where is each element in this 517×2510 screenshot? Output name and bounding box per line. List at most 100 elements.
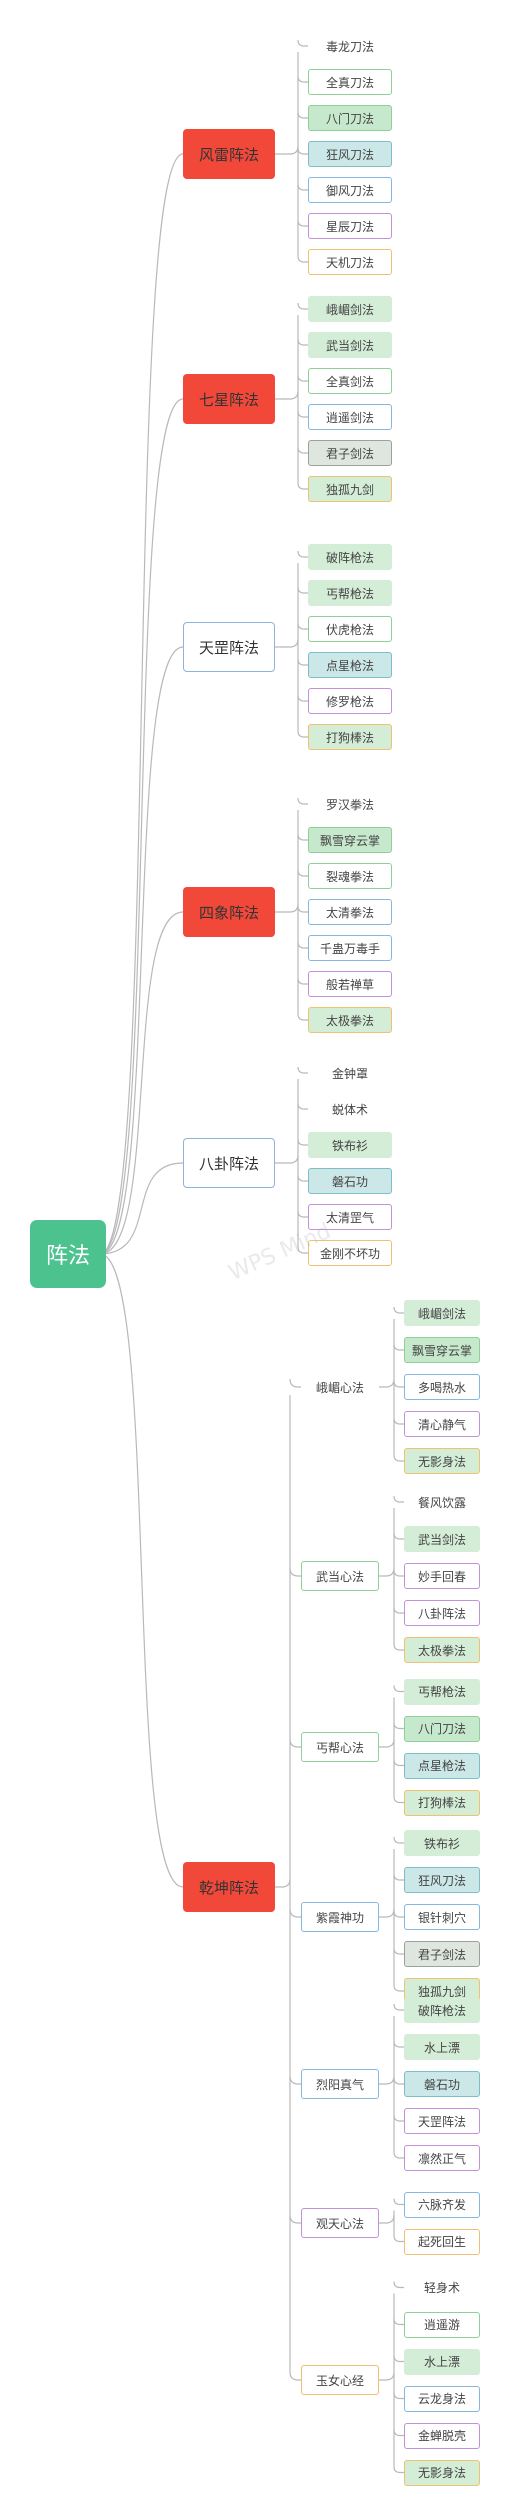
branch-1-item[interactable]: 八门刀法 <box>308 105 392 131</box>
branch-3-item[interactable]: 点星枪法 <box>308 652 392 678</box>
branch-4-item[interactable]: 般若禅草 <box>308 971 392 997</box>
qiankun-group-5[interactable]: 烈阳真气 <box>301 2069 379 2099</box>
qiankun-group-4-item[interactable]: 银针刺穴 <box>404 1904 480 1930</box>
branch-3-item[interactable]: 修罗枪法 <box>308 688 392 714</box>
qiankun-group-5-item-label: 凛然正气 <box>417 2151 466 2166</box>
qiankun-group-5-item[interactable]: 破阵枪法 <box>404 1997 480 2023</box>
root-node[interactable]: 阵法 <box>30 1220 106 1288</box>
qiankun-group-1-item[interactable]: 峨嵋剑法 <box>404 1300 480 1326</box>
branch-1-node[interactable]: 风雷阵法 <box>183 129 275 179</box>
branch-1-item[interactable]: 御风刀法 <box>308 177 392 203</box>
branch-1-item[interactable]: 毒龙刀法 <box>308 33 392 59</box>
branch-2-item[interactable]: 独孤九剑 <box>308 476 392 502</box>
branch-2-item[interactable]: 峨嵋剑法 <box>308 296 392 322</box>
connector-line <box>289 2214 301 2224</box>
qiankun-group-7-item[interactable]: 水上漂 <box>404 2348 480 2375</box>
qiankun-group-3-item[interactable]: 打狗棒法 <box>404 1789 480 1816</box>
qiankun-group-7-item[interactable]: 金蝉脱壳 <box>404 2422 480 2449</box>
branch-1-item[interactable]: 狂风刀法 <box>308 141 392 167</box>
connector-line <box>379 1908 395 1918</box>
branch-1-item-label: 毒龙刀法 <box>325 39 374 54</box>
branch-5-item[interactable]: 太清罡气 <box>308 1204 392 1230</box>
branch-4-item[interactable]: 太清拳法 <box>308 899 392 925</box>
qiankun-group-7[interactable]: 玉女心经 <box>301 2365 379 2395</box>
branch-2-item[interactable]: 全真剑法 <box>308 368 392 394</box>
branch-4-item[interactable]: 罗汉拳法 <box>308 791 392 817</box>
qiankun-group-1-item[interactable]: 清心静气 <box>404 1411 480 1437</box>
branch-3-item[interactable]: 破阵枪法 <box>308 544 392 570</box>
qiankun-group-7-item[interactable]: 无影身法 <box>404 2459 480 2486</box>
branch-5-item[interactable]: 金刚不坏功 <box>308 1240 392 1266</box>
qiankun-group-1-item[interactable]: 多喝热水 <box>404 1374 480 1400</box>
qiankun-group-2-item[interactable]: 妙手回春 <box>404 1563 480 1589</box>
qiankun-group-2-item[interactable]: 武当剑法 <box>404 1526 480 1552</box>
branch-5-item-label: 蜕体术 <box>331 1102 368 1117</box>
qiankun-group-6[interactable]: 观天心法 <box>301 2208 379 2238</box>
branch-2-item-label: 武当剑法 <box>325 338 374 353</box>
qiankun-group-1-item-label: 飘雪穿云掌 <box>411 1343 472 1358</box>
qiankun-group-2-item[interactable]: 太极拳法 <box>404 1637 480 1663</box>
branch-4-node-label: 四象阵法 <box>198 903 259 922</box>
qiankun-group-5-item-label: 天罡阵法 <box>417 2114 466 2129</box>
branch-3-item[interactable]: 丐帮枪法 <box>308 580 392 606</box>
qiankun-group-3-item[interactable]: 八门刀法 <box>404 1715 480 1742</box>
branch-2-item[interactable]: 君子剑法 <box>308 440 392 466</box>
qiankun-group-3-item[interactable]: 点星枪法 <box>404 1752 480 1779</box>
branch-5-item[interactable]: 蜕体术 <box>308 1096 392 1122</box>
qiankun-group-4-item[interactable]: 铁布衫 <box>404 1830 480 1856</box>
branch-1-item[interactable]: 星辰刀法 <box>308 213 392 239</box>
branch-1-item-label: 狂风刀法 <box>325 147 374 162</box>
connector-line <box>393 1380 404 1388</box>
branch-5-item[interactable]: 金钟罩 <box>308 1060 392 1086</box>
branch-3-item[interactable]: 打狗棒法 <box>308 724 392 750</box>
qiankun-group-2[interactable]: 武当心法 <box>301 1561 379 1591</box>
qiankun-group-4[interactable]: 紫霞神功 <box>301 1902 379 1932</box>
branch-4-item[interactable]: 太极拳法 <box>308 1007 392 1033</box>
qiankun-group-7-item-label: 无影身法 <box>417 2466 466 2480</box>
branch-3-item-label: 修罗枪法 <box>325 694 374 709</box>
qiankun-group-7-item-label: 水上漂 <box>423 2355 460 2369</box>
qiankun-group-5-label: 烈阳真气 <box>315 2077 364 2092</box>
qiankun-group-5-item[interactable]: 磐石功 <box>404 2071 480 2097</box>
branch-3-item[interactable]: 伏虎枪法 <box>308 616 392 642</box>
branch-4-item[interactable]: 裂魂拳法 <box>308 863 392 889</box>
qiankun-group-6-item[interactable]: 起死回生 <box>404 2228 480 2255</box>
qiankun-group-5-item[interactable]: 天罡阵法 <box>404 2108 480 2134</box>
connector-line <box>297 905 308 913</box>
branch-3-node[interactable]: 天罡阵法 <box>183 622 275 672</box>
branch-5-item[interactable]: 磐石功 <box>308 1168 392 1194</box>
qiankun-group-7-item-label: 金蝉脱壳 <box>417 2429 466 2443</box>
branch-4-item[interactable]: 千蛊万毒手 <box>308 935 392 961</box>
branch-1-item[interactable]: 天机刀法 <box>308 249 392 275</box>
qiankun-group-3[interactable]: 丐帮心法 <box>301 1732 379 1762</box>
connector-line <box>393 1606 404 1614</box>
qiankun-group-1-item[interactable]: 飘雪穿云掌 <box>404 1337 480 1363</box>
qiankun-group-5-item[interactable]: 水上漂 <box>404 2034 480 2060</box>
branch-1-item[interactable]: 全真刀法 <box>308 69 392 95</box>
branch-2-item[interactable]: 逍遥剑法 <box>308 404 392 430</box>
connector-line <box>379 2214 395 2224</box>
qiankun-group-2-item[interactable]: 八卦阵法 <box>404 1600 480 1626</box>
branch-2-item[interactable]: 武当剑法 <box>308 332 392 358</box>
qiankun-group-6-item[interactable]: 六脉齐发 <box>404 2191 480 2218</box>
qiankun-group-7-item[interactable]: 云龙身法 <box>404 2385 480 2412</box>
qiankun-group-2-item-label: 八卦阵法 <box>417 1606 466 1621</box>
branch-qiankun-node[interactable]: 乾坤阵法 <box>183 1862 275 1912</box>
qiankun-group-7-item[interactable]: 逍遥游 <box>404 2311 480 2338</box>
qiankun-group-1-item[interactable]: 无影身法 <box>404 1448 480 1474</box>
qiankun-group-5-item[interactable]: 凛然正气 <box>404 2145 480 2171</box>
qiankun-group-7-item[interactable]: 轻身术 <box>404 2275 480 2301</box>
branch-5-item[interactable]: 铁布衫 <box>308 1132 392 1158</box>
branch-5-node[interactable]: 八卦阵法 <box>183 1138 275 1188</box>
branch-4-item[interactable]: 飘雪穿云掌 <box>308 827 392 853</box>
qiankun-group-4-item[interactable]: 君子剑法 <box>404 1941 480 1967</box>
branch-4-node[interactable]: 四象阵法 <box>183 887 275 937</box>
connector-line <box>99 1162 184 1255</box>
branch-2-node[interactable]: 七星阵法 <box>183 374 275 424</box>
qiankun-group-4-label: 紫霞神功 <box>315 1910 364 1925</box>
connector-line <box>297 1013 308 1021</box>
qiankun-group-4-item[interactable]: 狂风刀法 <box>404 1867 480 1893</box>
qiankun-group-2-item[interactable]: 餐风饮露 <box>404 1489 480 1515</box>
qiankun-group-3-item[interactable]: 丐帮枪法 <box>404 1678 480 1705</box>
qiankun-group-1[interactable]: 峨嵋心法 <box>301 1372 379 1402</box>
